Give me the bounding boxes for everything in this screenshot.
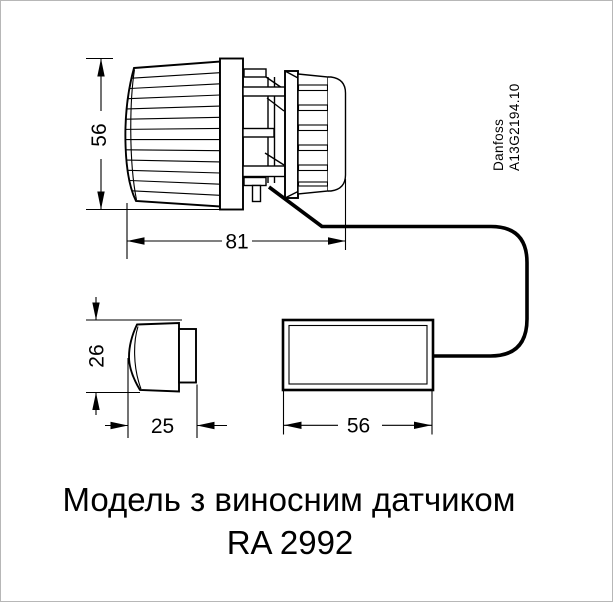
remote-sensor-side-view	[128, 322, 197, 393]
dimension-head-length: 81	[126, 179, 347, 259]
brand-block: Danfoss A13G2194.10	[491, 83, 522, 171]
dimension-sensor-depth: 25	[105, 358, 227, 438]
thermostat-head	[124, 57, 347, 211]
remote-sensor-front-view	[281, 318, 435, 392]
dim-sensor-depth-label: 25	[151, 415, 174, 438]
caption-product-line: RA 2992	[227, 524, 354, 561]
dim-head-height-label: 56	[88, 123, 111, 146]
dim-head-length-label: 81	[225, 231, 248, 254]
product-code-vertical: A13G2194.10	[507, 83, 522, 171]
head-knob-outline	[124, 60, 221, 208]
head-collar-band	[219, 57, 244, 211]
head-grip-ribs	[125, 72, 221, 196]
valve-connector	[297, 73, 347, 195]
caption-model-line: Модель з виносним датчиком	[63, 481, 516, 518]
dimension-head-height: 56	[86, 57, 228, 211]
dim-sensor-height-label: 26	[86, 344, 109, 367]
capillary-tube	[267, 185, 529, 358]
head-knob-rim	[130, 69, 138, 201]
connector-slots	[297, 84, 329, 187]
head-flange-plate	[284, 70, 299, 199]
dimension-sensor-width: 56	[282, 390, 433, 438]
sensor-stem	[178, 328, 197, 384]
dim-sensor-width-label: 56	[347, 415, 370, 438]
caption-block: Модель з виносним датчиком RA 2992	[63, 481, 516, 561]
brand-name-vertical: Danfoss	[491, 119, 506, 171]
head-mechanism	[242, 68, 299, 203]
connector-end-cap	[328, 76, 347, 192]
dimension-sensor-height: 26	[86, 297, 182, 415]
